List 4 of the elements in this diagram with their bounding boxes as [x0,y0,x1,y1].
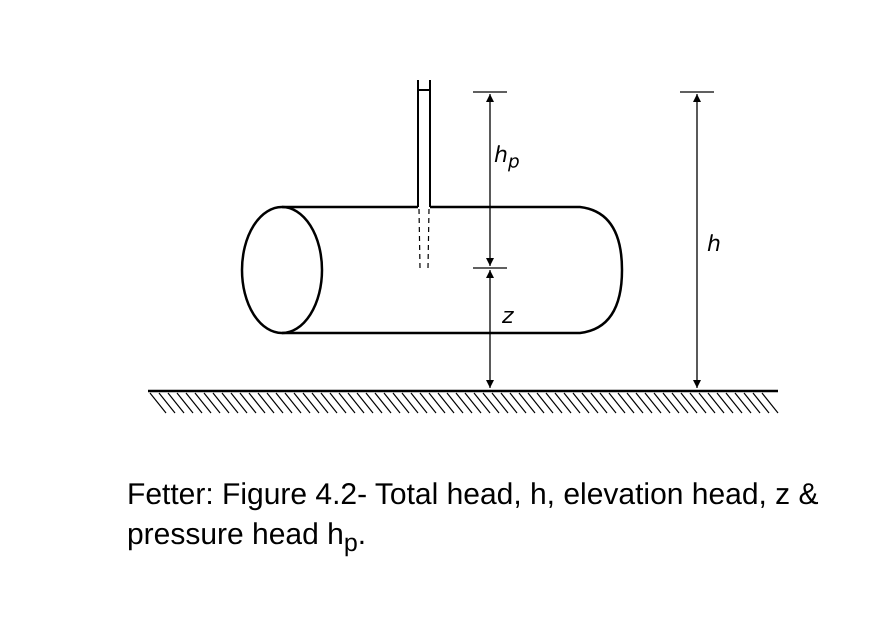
dimension-label: z [502,306,514,328]
dimension-label: h$_{p}$ [494,145,520,172]
caption: Fetter: Figure 4.2- Total head, h, elevation head, z & pressure head h$_{p}$. [127,477,820,559]
dimension-label: h [707,234,721,256]
